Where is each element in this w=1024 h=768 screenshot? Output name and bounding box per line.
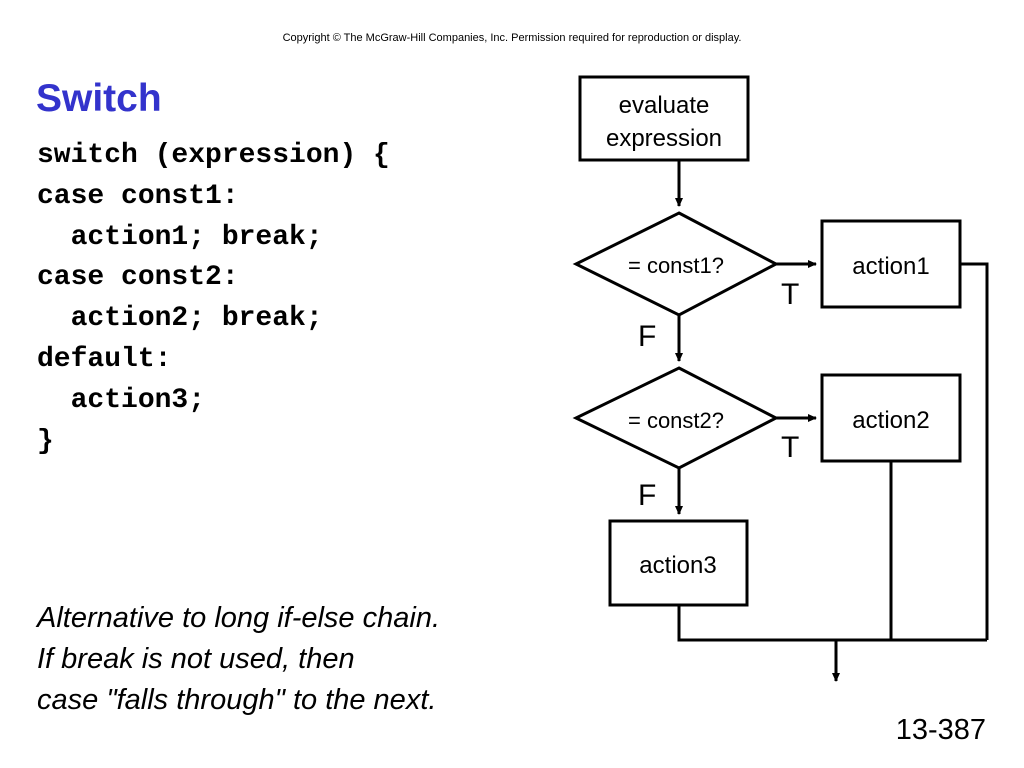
code-line: } <box>37 425 54 457</box>
code-line: case const1: <box>37 180 239 212</box>
note-line: case "falls through" to the next. <box>37 684 437 716</box>
action3-exit-line <box>677 605 987 642</box>
code-line: action3; <box>37 384 206 416</box>
decision2-label: = const2? <box>628 408 724 433</box>
action2-box <box>820 373 962 463</box>
action2-label: action2 <box>852 407 929 434</box>
slide-title: Switch <box>36 77 162 120</box>
code-block: switch (expression) { case const1: actio… <box>37 136 390 462</box>
note-line: If break is not used, then <box>37 643 355 675</box>
code-line: default: <box>37 343 172 375</box>
decision1-true-label: T <box>781 278 799 311</box>
action1-exit-line <box>960 262 989 640</box>
action3-label: action3 <box>639 552 716 579</box>
decision2-false-label: F <box>638 479 656 512</box>
code-line: action1; break; <box>37 221 323 253</box>
code-line: switch (expression) { <box>37 140 390 171</box>
decision2-true-label: T <box>781 431 799 464</box>
page-number: 13-387 <box>895 714 986 746</box>
decision1-label: = const1? <box>628 253 724 278</box>
action1-label: action1 <box>852 253 929 280</box>
decision1-false-label: F <box>638 320 656 353</box>
note-line: Alternative to long if-else chain. <box>37 602 440 634</box>
evaluate-expression-label-line2: expression <box>606 125 722 152</box>
evaluate-expression-label-line1: evaluate <box>619 92 710 119</box>
copyright-notice: Copyright © The McGraw-Hill Companies, I… <box>282 32 742 44</box>
code-line: action2; break; <box>37 303 323 335</box>
code-line: case const2: <box>37 262 239 294</box>
evaluate-expression-box <box>578 75 750 162</box>
explanation-note: Alternative to long if-else chain. If br… <box>37 598 440 721</box>
